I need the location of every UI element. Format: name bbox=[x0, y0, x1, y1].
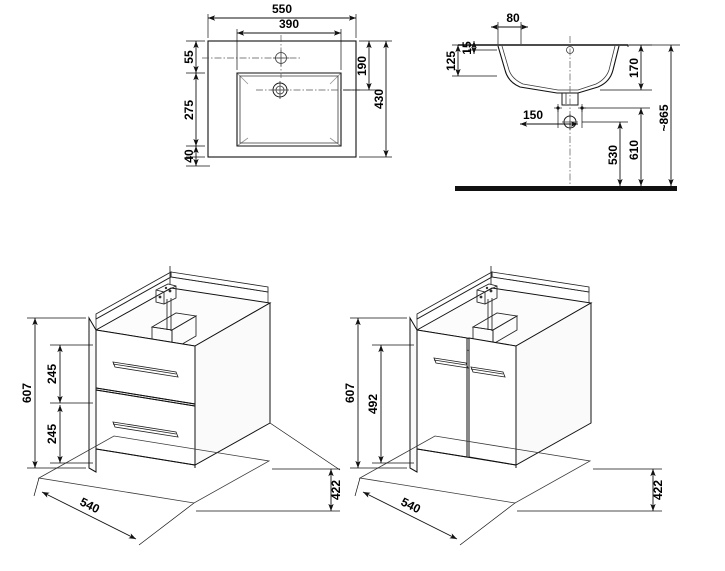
basin-bowl-inner bbox=[239, 75, 339, 144]
dim-55: 55 bbox=[182, 41, 199, 73]
dim-540-drawers-label: 540 bbox=[78, 495, 102, 517]
ext-540b-1 bbox=[354, 477, 361, 497]
dim-607-drawers-label: 607 bbox=[20, 383, 34, 403]
drawers-left-bottom bbox=[88, 467, 97, 473]
dim-390-label: 390 bbox=[279, 17, 299, 31]
drawers-ground-plan bbox=[37, 435, 271, 504]
dim-150: 150 bbox=[520, 108, 578, 127]
floor-line bbox=[455, 186, 677, 191]
dim-550: 550 bbox=[208, 2, 356, 21]
dim-390: 390 bbox=[237, 17, 341, 36]
dim-492-label: 492 bbox=[366, 394, 380, 414]
view-cabinet-drawers: 607 245 245 540 422 bbox=[20, 266, 343, 546]
doors-bottom-edge bbox=[416, 448, 517, 468]
dim-170-label: 170 bbox=[627, 58, 641, 78]
dim-540-doors-label: 540 bbox=[399, 495, 423, 517]
dim-607-drawers: 607 bbox=[20, 318, 38, 468]
dim-422-doors-label: 422 bbox=[651, 480, 665, 500]
dim-540-doors: 540 bbox=[362, 491, 458, 540]
dim-430-label: 430 bbox=[372, 89, 386, 109]
doors-valve-detail bbox=[476, 266, 498, 331]
drawers-back-rail bbox=[170, 271, 269, 293]
dim-125-label: 125 bbox=[444, 51, 458, 71]
dim-15: 15 bbox=[460, 41, 477, 55]
ext-540a-2 bbox=[138, 502, 195, 546]
drawer-lower-handle bbox=[112, 421, 179, 438]
dim-245-upper-label: 245 bbox=[45, 364, 59, 384]
ext-540b-2 bbox=[459, 502, 516, 546]
drawers-left-panel bbox=[88, 316, 97, 473]
view-cabinet-doors: 607 492 540 422 bbox=[343, 266, 665, 546]
dim-245-lower: 245 bbox=[45, 405, 63, 463]
dim-430: 430 bbox=[372, 41, 389, 157]
door-right-front bbox=[468, 337, 517, 466]
dim-422-doors: 422 bbox=[650, 469, 665, 511]
door-left-front bbox=[416, 329, 468, 458]
doors-cutout-side bbox=[492, 315, 518, 345]
doors-ground-plan bbox=[358, 435, 592, 504]
basin-bowl-section-inner bbox=[501, 45, 616, 91]
dim-422-drawers: 422 bbox=[328, 469, 343, 511]
doors-left-bottom bbox=[409, 467, 418, 473]
basin-bowl-taper bbox=[236, 72, 342, 147]
doors-right-panel bbox=[515, 302, 592, 466]
door-right-handle bbox=[470, 366, 506, 378]
dim-275-label: 275 bbox=[182, 100, 196, 120]
basin-bowl-outline bbox=[236, 72, 342, 147]
dim-40: 40 bbox=[182, 146, 199, 166]
drawers-gap-upper bbox=[95, 387, 196, 405]
dim-15-label: 15 bbox=[460, 41, 474, 55]
basin-bowl-section bbox=[497, 45, 620, 94]
dim-530: 530 bbox=[606, 122, 623, 186]
dim-275: 275 bbox=[182, 73, 199, 146]
dim-190: 190 bbox=[355, 41, 372, 90]
dim-245-upper: 245 bbox=[45, 345, 63, 403]
dim-550-label: 550 bbox=[272, 2, 292, 16]
dim-530-label: 530 bbox=[606, 145, 620, 165]
door-left-handle bbox=[433, 357, 469, 369]
dim-245-lower-label: 245 bbox=[45, 424, 59, 444]
dim-607-doors-label: 607 bbox=[343, 383, 357, 403]
drawer-upper-handle bbox=[112, 361, 179, 378]
dim-170: 170 bbox=[627, 45, 644, 90]
dim-80-label: 80 bbox=[506, 11, 520, 25]
dim-55-label: 55 bbox=[182, 50, 196, 64]
ext-422a-top bbox=[269, 422, 341, 471]
dim-80: 80 bbox=[491, 11, 528, 30]
ext-540a-1 bbox=[33, 477, 40, 497]
doors-left-panel bbox=[409, 316, 418, 473]
dim-865: ~865 bbox=[657, 45, 674, 186]
drawers-valve-detail bbox=[155, 266, 177, 331]
dim-610: 610 bbox=[627, 108, 644, 186]
dim-492: 492 bbox=[366, 345, 384, 463]
dim-190-label: 190 bbox=[355, 56, 369, 76]
dim-125: 125 bbox=[444, 45, 461, 76]
dim-422-drawers-label: 422 bbox=[329, 480, 343, 500]
dim-610-label: 610 bbox=[627, 140, 641, 160]
dim-540-drawers: 540 bbox=[41, 491, 137, 540]
doors-back-rail bbox=[491, 271, 590, 293]
dim-40-label: 40 bbox=[182, 149, 196, 163]
drawers-bottom-edge bbox=[95, 448, 196, 468]
dim-865-label: ~865 bbox=[657, 104, 671, 131]
dim-150-label: 150 bbox=[523, 108, 543, 122]
view-basin-top: 550 390 55 275 40 190 bbox=[182, 2, 392, 167]
view-basin-side: 80 125 15 170 150 5 bbox=[444, 11, 680, 191]
drawers-gap-lower bbox=[95, 389, 196, 407]
dim-607-doors: 607 bbox=[343, 318, 361, 468]
